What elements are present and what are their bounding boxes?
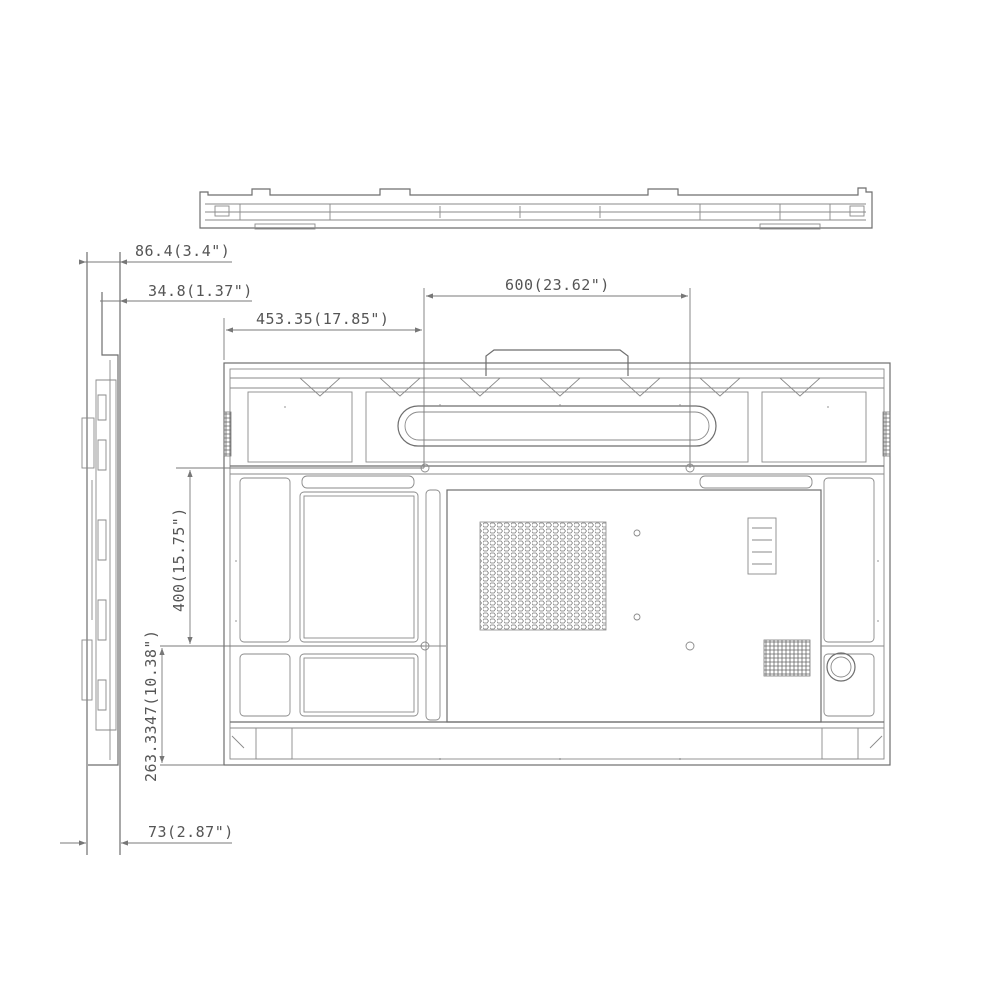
dim-vesa-horizontal: 600(23.62") bbox=[505, 276, 610, 294]
top-view bbox=[199, 187, 873, 230]
side-view bbox=[81, 252, 121, 855]
dim-depth-total: 86.4(3.4") bbox=[135, 242, 230, 260]
back-view bbox=[223, 349, 891, 766]
dim-offset-bottom: 263.3347(10.38") bbox=[142, 630, 160, 783]
dimensions bbox=[60, 259, 691, 846]
dim-offset-left: 453.35(17.85") bbox=[256, 310, 389, 328]
dim-bottom-depth: 73(2.87") bbox=[148, 823, 234, 841]
dim-vesa-vertical: 400(15.75") bbox=[170, 507, 188, 612]
dim-depth-thin: 34.8(1.37") bbox=[148, 282, 253, 300]
